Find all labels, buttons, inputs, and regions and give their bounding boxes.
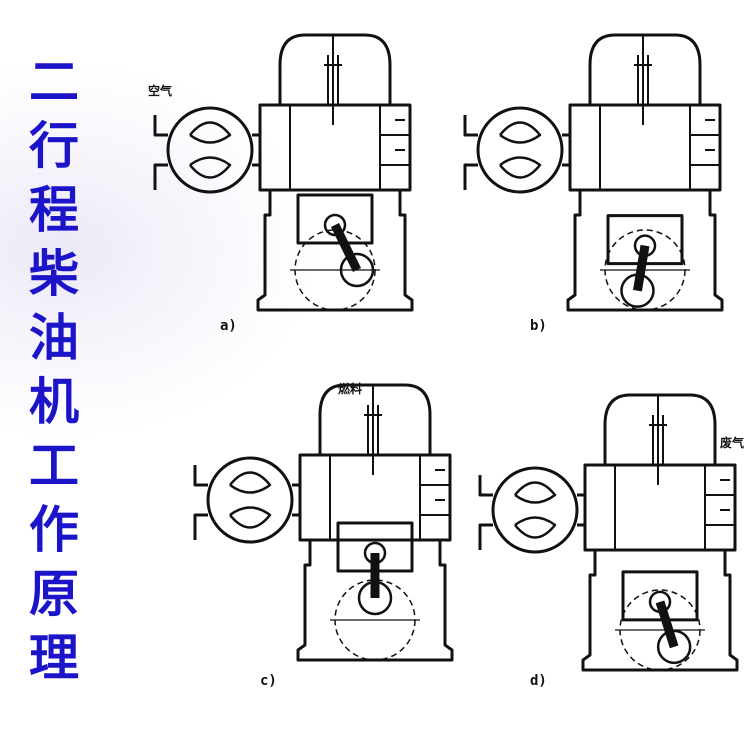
blower-rotor xyxy=(229,471,272,529)
cylinder-head xyxy=(318,383,432,455)
cylinder-block xyxy=(298,453,452,542)
crankcase xyxy=(256,190,414,312)
blower-rotor xyxy=(189,121,232,179)
exhaust-ports xyxy=(329,455,450,540)
title-char: 工 xyxy=(29,436,79,495)
crank-pin xyxy=(339,252,375,288)
scavenge-blower xyxy=(476,106,564,194)
cylinder-block xyxy=(258,103,412,192)
air-duct xyxy=(478,475,585,550)
title-char: 作 xyxy=(29,500,79,559)
fuel-injector xyxy=(324,35,342,125)
fuel-label: 燃料 xyxy=(338,381,362,396)
title-char: 机 xyxy=(29,372,79,431)
fuel-injector xyxy=(634,35,652,125)
crank-pin xyxy=(357,580,393,616)
cylinder-block xyxy=(583,463,737,552)
cylinder-head xyxy=(603,393,717,465)
crank-pin xyxy=(620,273,655,308)
exhaust-label: 废气 xyxy=(720,435,744,450)
blower-rotor xyxy=(499,121,542,179)
connecting-rod xyxy=(330,223,362,272)
crankcase xyxy=(581,550,739,672)
exhaust-ports xyxy=(599,105,720,190)
engine-diagram-d: 废气 d) xyxy=(478,393,744,689)
air-label: 空气 xyxy=(148,83,172,98)
cylinder-head xyxy=(278,33,392,105)
exhaust-ports xyxy=(614,465,735,550)
cylinder-head xyxy=(588,33,702,105)
title-char: 二 xyxy=(29,52,79,111)
exhaust-ports xyxy=(289,105,410,190)
blower-rotor xyxy=(514,481,557,539)
title-char: 理 xyxy=(29,628,79,687)
title-char: 程 xyxy=(29,180,79,239)
scavenge-blower xyxy=(206,456,294,544)
engine-diagram-a: 空气 a) xyxy=(148,33,414,334)
crank-pin xyxy=(656,629,692,665)
title-char: 柴 xyxy=(29,244,79,303)
vertical-title: 二 行 程 柴 油 机 工 作 原 理 xyxy=(22,50,86,690)
caption-d: d) xyxy=(530,673,547,689)
crankcase xyxy=(296,540,454,662)
engine-diagram-b: b) xyxy=(463,33,724,334)
title-char: 原 xyxy=(29,564,79,623)
crankcase xyxy=(566,190,724,312)
fuel-injector xyxy=(364,385,382,475)
title-char: 行 xyxy=(29,116,79,175)
caption-c: c) xyxy=(260,673,277,689)
caption-b: b) xyxy=(530,318,547,334)
scavenge-blower xyxy=(491,466,579,554)
fuel-injector xyxy=(649,395,667,485)
air-duct xyxy=(153,115,260,190)
caption-a: a) xyxy=(220,318,237,334)
scavenge-blower xyxy=(166,106,254,194)
cylinder-block xyxy=(568,103,722,192)
connecting-rod xyxy=(655,600,679,649)
engine-diagram-c: 燃料 c) xyxy=(193,381,454,689)
air-duct xyxy=(193,465,300,540)
connecting-rod xyxy=(633,244,650,292)
title-char: 油 xyxy=(29,308,79,367)
air-duct xyxy=(463,115,570,190)
